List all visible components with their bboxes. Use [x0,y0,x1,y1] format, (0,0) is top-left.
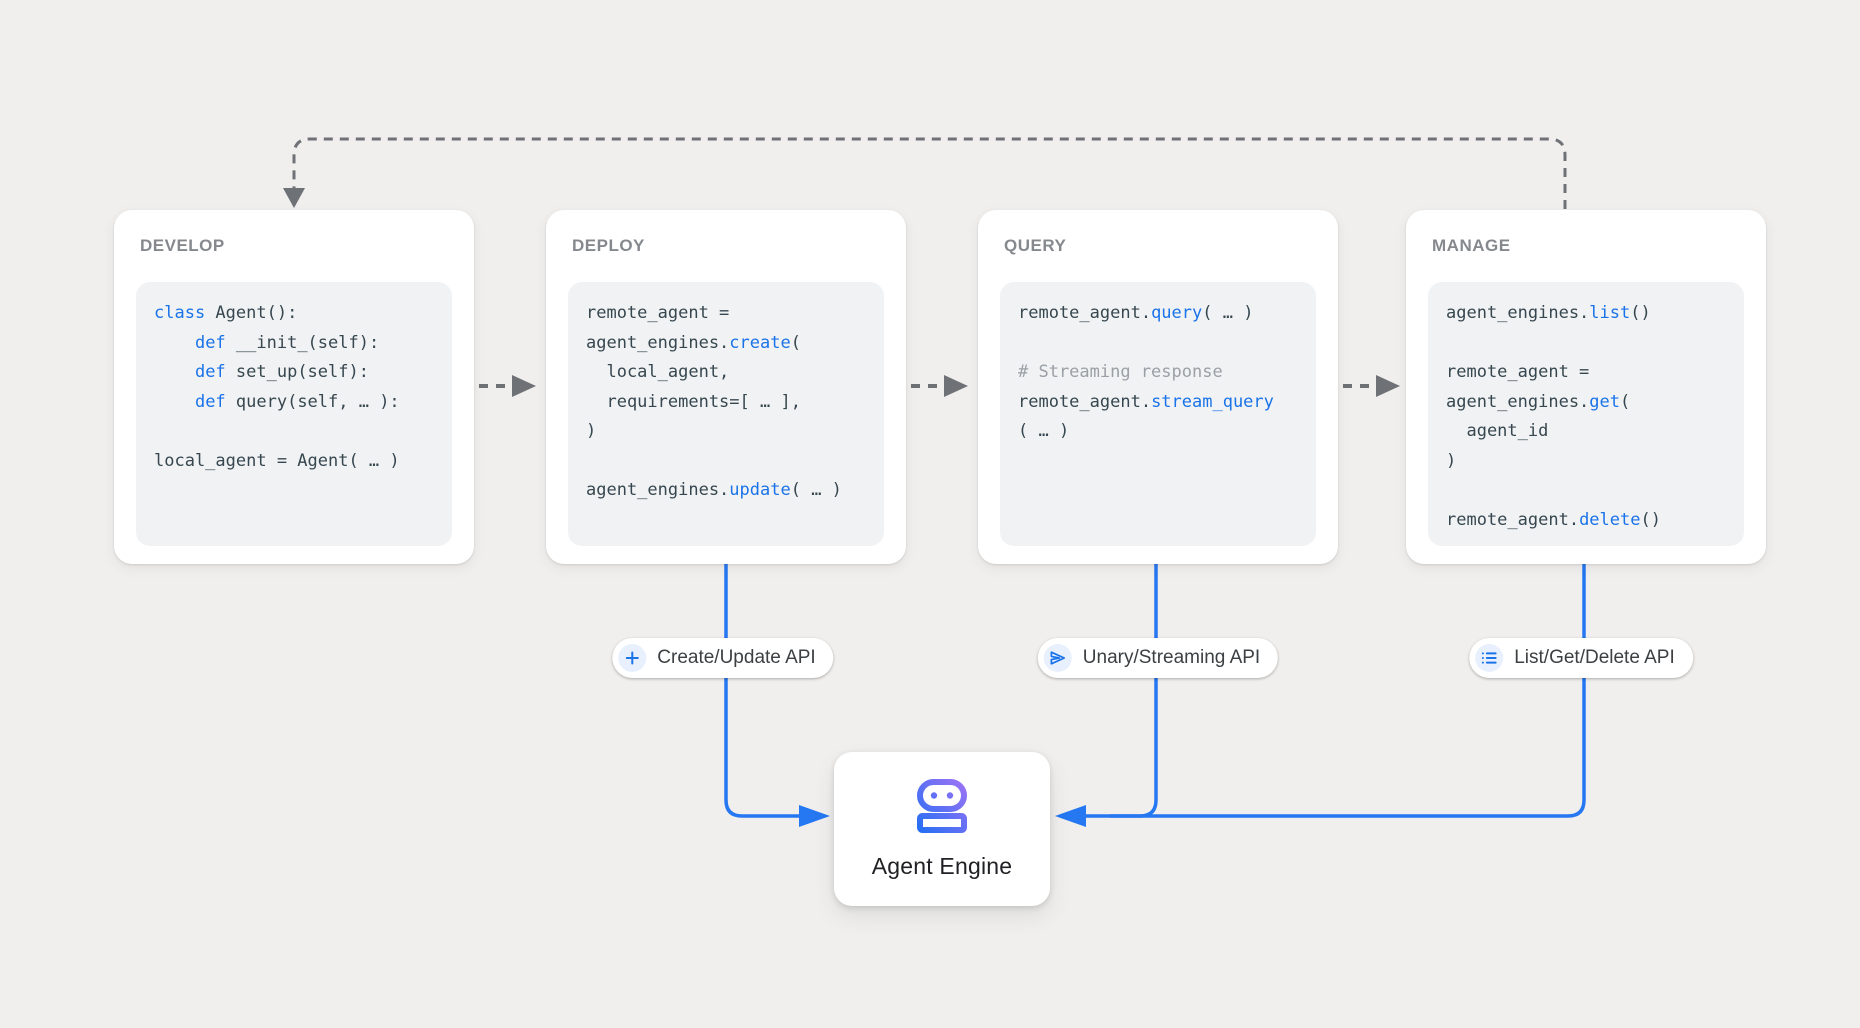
develop-code-block: class Agent(): def __init_(self): def se… [136,282,452,546]
code-line: agent_engines.get( [1446,391,1631,412]
code-line: local_agent, [586,362,730,382]
code-line: # Streaming response [1018,362,1223,382]
code-line [1446,329,1744,359]
code-line [154,417,452,447]
deploy-code-block: remote_agent = agent_engines.create( loca… [568,282,884,546]
create-update-api-pill: Create/Update API [612,638,834,678]
code-line [1018,329,1316,359]
deploy-card-title: DEPLOY [572,236,645,255]
code-line [1446,476,1744,506]
query-code-block: remote_agent.query( … ) # Streaming resp… [1000,282,1316,546]
code-line: def set_up(self): [194,362,369,382]
agent-engine-label: Agent Engine [871,852,1013,879]
manage-to-develop-dashed-arrow [283,137,1567,209]
code-line: agent_engines.list() [1446,303,1651,323]
manage-code-block: agent_engines.list() remote_agent = agent… [1428,282,1744,546]
list-icon [1475,644,1504,672]
code-line: local_agent = Agent( … ) [154,450,400,471]
code-line: agent_id [1446,421,1549,441]
code-line [586,447,884,477]
code-line: remote_agent.stream_query [1018,391,1274,412]
query-card: QUERY remote_agent.query( … ) # Streamin… [978,210,1338,564]
query-to-manage-dashed-arrow [1343,375,1400,397]
code-line: requirements=[ … ], [586,391,801,412]
code-line: remote_agent.delete() [1446,509,1661,530]
deploy-card: DEPLOY remote_agent = agent_engines.creat… [546,210,906,564]
code-line: remote_agent = [1446,362,1590,382]
create-update-api-label: Create/Update API [657,647,816,668]
code-line: def query(self, … ): [194,391,400,412]
plus-icon [618,644,647,672]
query-card-title: QUERY [1004,236,1067,255]
code-line: agent_engines.create( [586,332,801,353]
code-line: remote_agent.query( … ) [1018,303,1254,323]
code-line: ( … ) [1018,421,1070,441]
list-get-delete-api-label: List/Get/Delete API [1514,647,1675,668]
send-icon [1043,644,1072,672]
deploy-to-query-dashed-arrow [911,375,968,397]
code-line: class Agent(): [154,303,298,323]
unary-streaming-api-pill: Unary/Streaming API [1037,638,1279,678]
develop-to-deploy-dashed-arrow [479,375,536,397]
unary-streaming-api-label: Unary/Streaming API [1082,647,1261,668]
code-line: ) [1446,450,1457,471]
query-to-engine-arrow [1110,564,1158,818]
code-line: ) [586,421,597,441]
list-get-delete-api-pill: List/Get/Delete API [1469,638,1693,678]
manage-card-title: MANAGE [1432,236,1511,255]
code-line: remote_agent = [586,303,730,323]
deploy-to-engine-arrow [724,564,830,827]
code-line: agent_engines.update( … ) [586,480,842,500]
develop-card: DEVELOP class Agent(): def __init_(self)… [114,210,474,564]
code-line: def __init_(self): [194,332,380,353]
agent-engine-card: Agent Engine [834,752,1050,906]
manage-card: MANAGE agent_engines.list() remote_agent… [1406,210,1766,564]
manage-to-engine-arrow [1055,564,1586,827]
robot-agent-icon [913,778,971,838]
develop-card-title: DEVELOP [140,236,225,255]
